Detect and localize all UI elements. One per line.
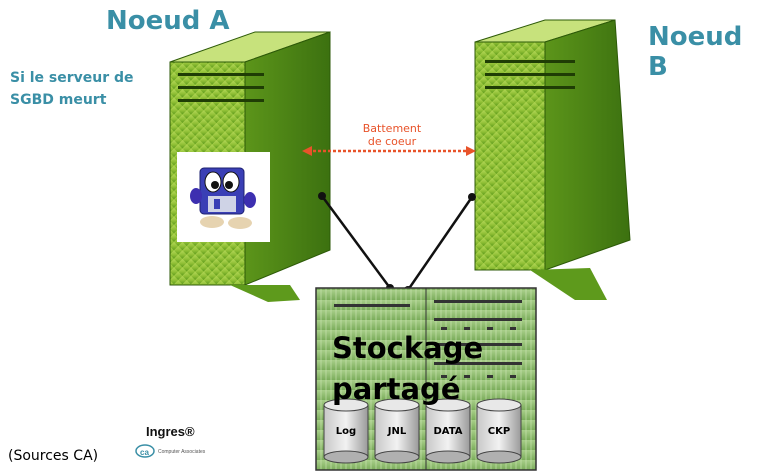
failure-note: Si le serveur de SGBD meurt <box>10 70 134 108</box>
disk-data <box>425 398 471 464</box>
disk-ckp <box>476 398 522 464</box>
disk-cylinders <box>323 398 522 464</box>
ingres-brand: Ingres® <box>146 424 195 439</box>
disk-label-ckp: CKP <box>487 426 511 437</box>
node-b-title: Noeud B <box>648 22 743 82</box>
disk-label-log: Log <box>335 426 357 437</box>
disk-label-data: DATA <box>433 426 463 437</box>
heartbeat-label-line1: Battement <box>362 122 422 135</box>
disk-jnl <box>374 398 420 464</box>
source-note: (Sources CA) <box>8 448 99 464</box>
storage-title-line2: partagé <box>332 372 461 406</box>
storage-connections <box>318 192 476 294</box>
crashed-server-mascot <box>177 152 270 242</box>
heartbeat-link <box>302 146 476 156</box>
storage-title: Stockage partagé <box>332 328 483 410</box>
company-name: Computer Associates <box>158 449 206 455</box>
disk-label-jnl: JNL <box>387 426 407 437</box>
heartbeat-label-line2: de coeur <box>367 135 417 148</box>
heartbeat-label: Battement de coeur <box>350 122 434 148</box>
disk-log <box>323 398 369 464</box>
ca-logo-icon <box>135 444 155 458</box>
storage-title-line1: Stockage <box>332 331 484 365</box>
node-a-title: Noeud A <box>106 6 230 36</box>
ca-logo-text: ca <box>140 448 149 457</box>
server-b <box>474 19 631 300</box>
